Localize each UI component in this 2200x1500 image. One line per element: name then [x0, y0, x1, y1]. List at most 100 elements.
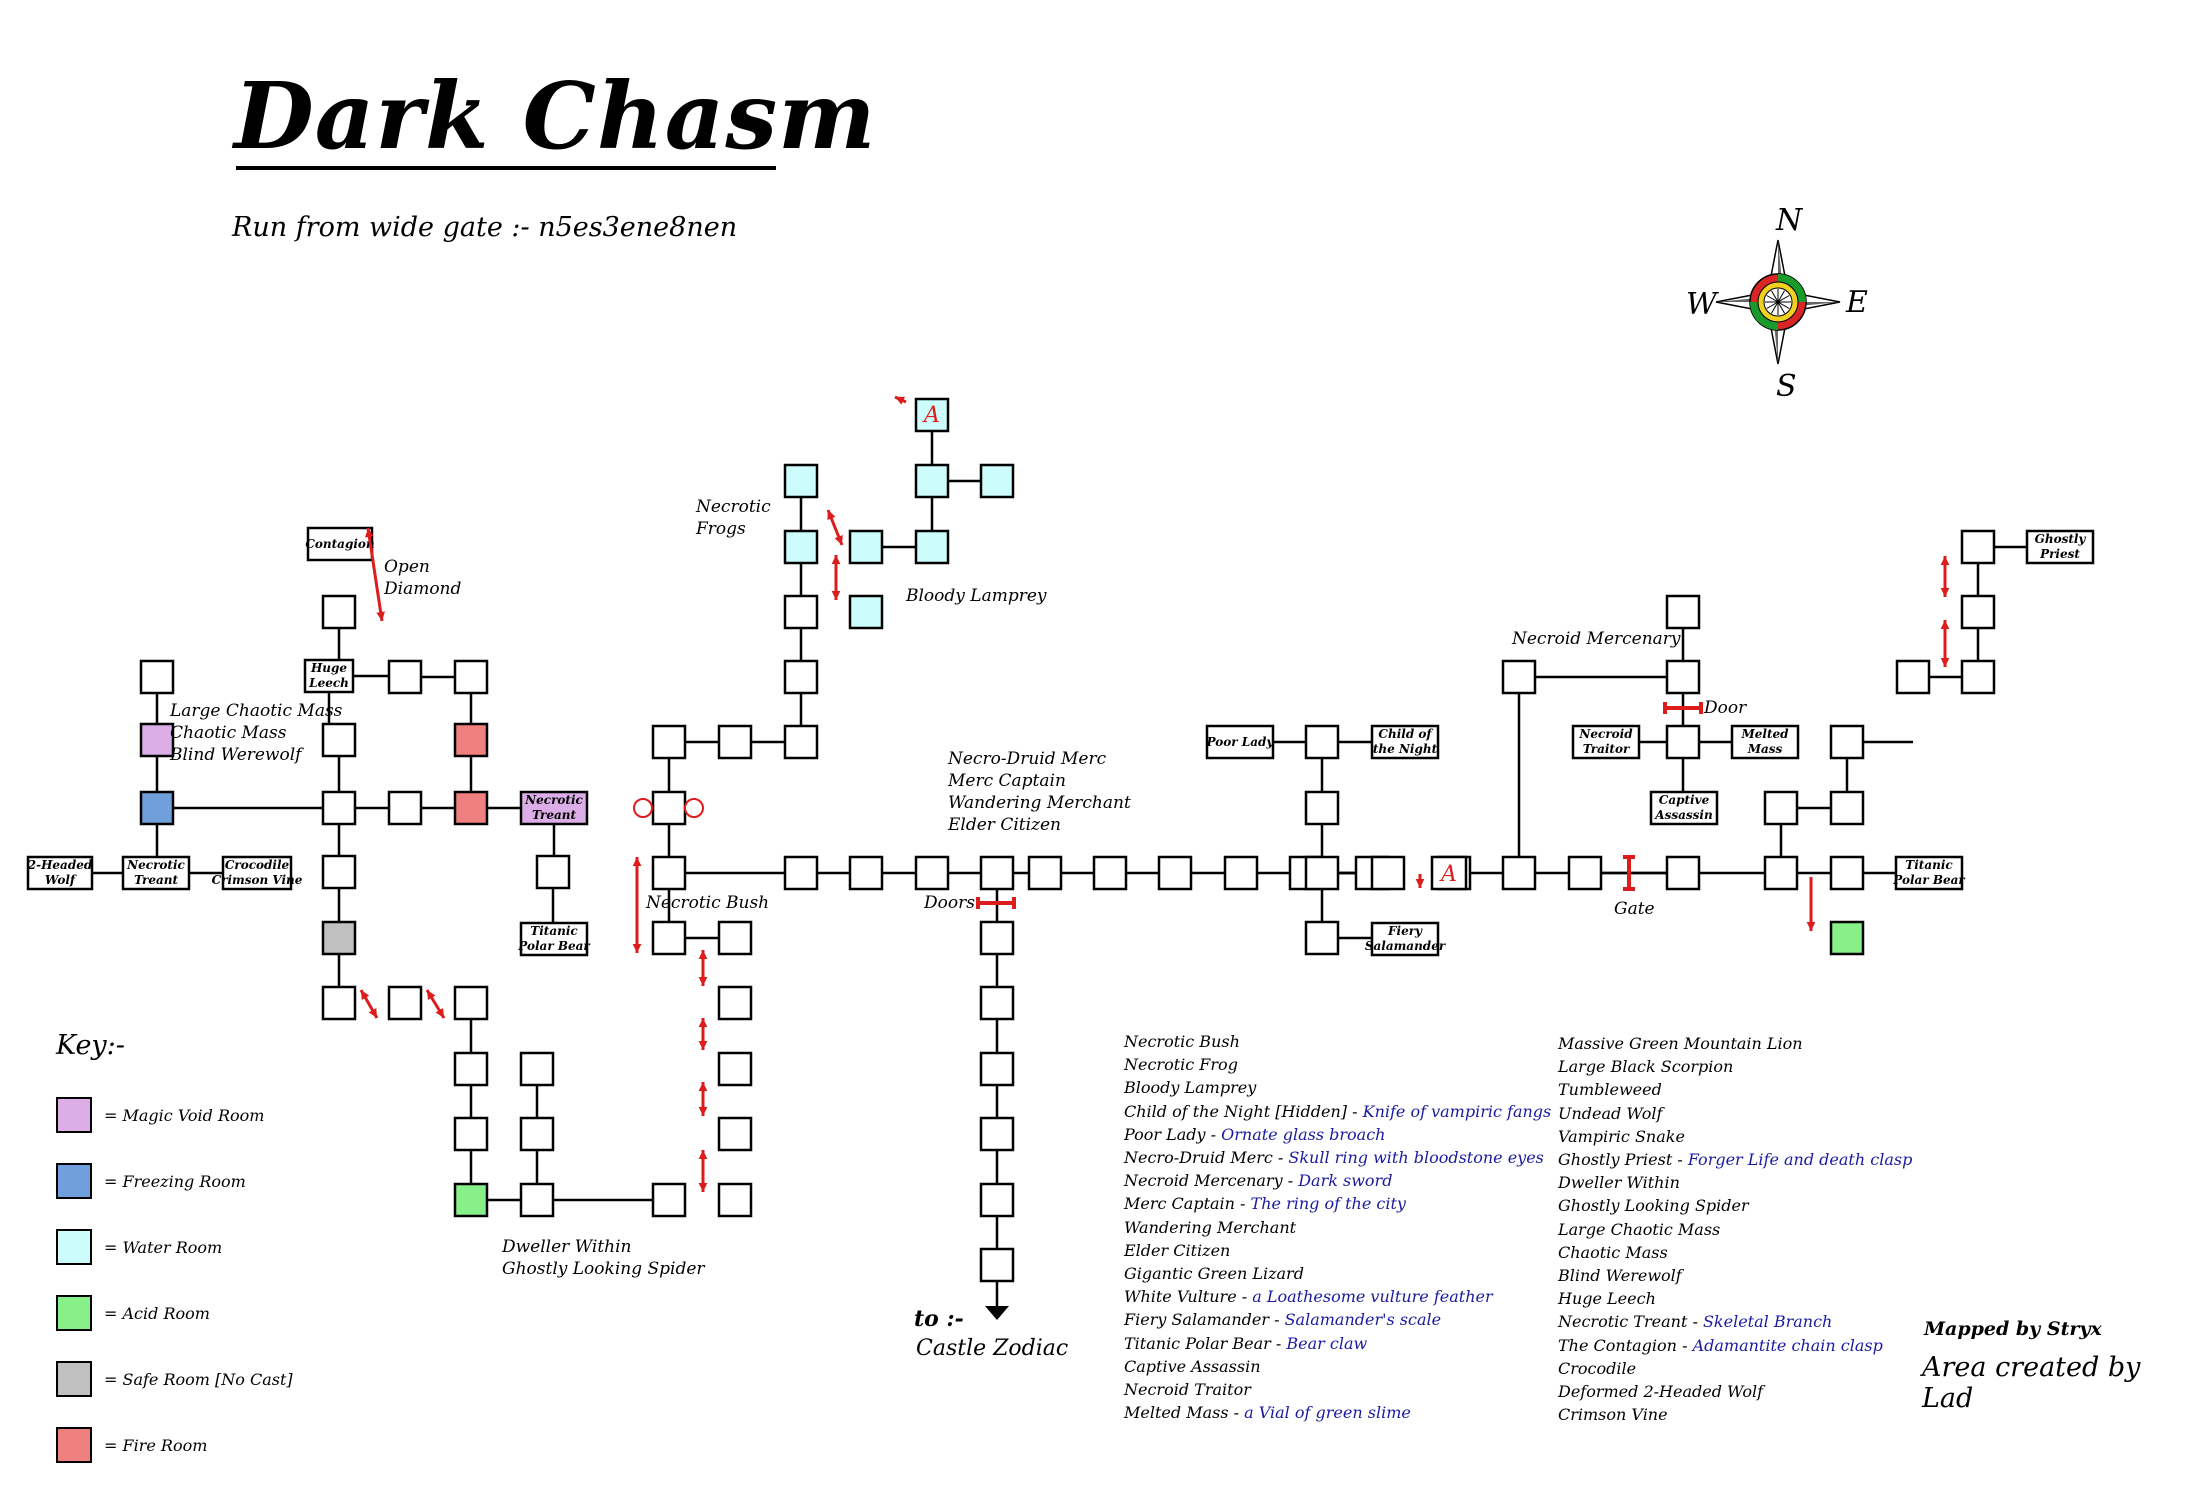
- monster-entry: Wandering Merchant: [1124, 1216, 1551, 1239]
- monster-name: Undead Wolf: [1558, 1103, 1663, 1123]
- compass-n: N: [1775, 203, 1804, 238]
- room: [387, 790, 423, 826]
- monster-entry: Tumbleweed: [1558, 1078, 1912, 1101]
- room: [783, 529, 819, 565]
- compass-w: W: [1686, 287, 1719, 322]
- compass-s: S: [1776, 369, 1797, 404]
- room-label: Polar Bear: [517, 939, 591, 953]
- monster-name: Necro-Druid Merc -: [1124, 1148, 1289, 1168]
- room: [717, 985, 753, 1021]
- room-label: Titanic: [1905, 858, 1953, 872]
- monster-name: Crimson Vine: [1558, 1405, 1668, 1425]
- room: [717, 1182, 753, 1218]
- room-label: Crocodile: [225, 858, 290, 872]
- monster-name: Fiery Salamander -: [1124, 1310, 1285, 1330]
- monster-drop: Dark sword: [1298, 1171, 1393, 1191]
- monster-entry: Deformed 2-Headed Wolf: [1558, 1380, 1912, 1403]
- key-label: = Safe Room [No Cast]: [104, 1369, 293, 1389]
- room-label: the Night: [1373, 742, 1438, 756]
- room-label: Ghostly: [2035, 532, 2087, 546]
- room-label: Leech: [308, 676, 349, 690]
- room: [1829, 790, 1865, 826]
- room: [1665, 659, 1701, 695]
- room: [783, 463, 819, 499]
- monster-name: Child of the Night [Hidden] -: [1124, 1101, 1363, 1121]
- a-marker: A: [922, 403, 940, 428]
- key-item: = Acid Room: [56, 1280, 293, 1346]
- monster-drop: a Vial of green slime: [1244, 1403, 1411, 1423]
- label-open-diamond: Diamond: [383, 579, 462, 599]
- room: [1157, 855, 1193, 891]
- label-gate: Gate: [1614, 899, 1655, 919]
- monster-entry: Necrotic Frog: [1124, 1053, 1551, 1076]
- monster-drop: Skeletal Branch: [1702, 1312, 1833, 1332]
- room: [1304, 724, 1340, 760]
- monster-entry: Necrotic Treant - Skeletal Branch: [1558, 1310, 1912, 1333]
- monster-entry: Gigantic Green Lizard: [1124, 1262, 1551, 1285]
- room: [651, 790, 687, 826]
- a-marker: A: [1439, 862, 1457, 887]
- room: [453, 722, 489, 758]
- monster-entry: Fiery Salamander - Salamander's scale: [1124, 1308, 1551, 1331]
- room: [783, 659, 819, 695]
- monster-drop: Forger Life and death clasp: [1687, 1150, 1913, 1170]
- monster-name: Dweller Within: [1558, 1173, 1680, 1193]
- monster-name: Huge Leech: [1558, 1289, 1656, 1309]
- room: [1223, 855, 1259, 891]
- label-large-chaotic-mass: Blind Werewolf: [169, 745, 304, 765]
- key-label: = Acid Room: [104, 1303, 210, 1323]
- room: [717, 1051, 753, 1087]
- monster-name: Large Chaotic Mass: [1558, 1219, 1721, 1239]
- room-label: Titanic: [530, 924, 578, 938]
- monster-name: Massive Green Mountain Lion: [1558, 1034, 1803, 1053]
- room: Contagion: [305, 526, 375, 562]
- monster-entry: Chaotic Mass: [1558, 1241, 1912, 1264]
- room-label: Huge: [310, 661, 347, 675]
- monster-entry: Necrotic Bush: [1124, 1030, 1551, 1053]
- room: [1665, 724, 1701, 760]
- label-necro-druid: Necro-Druid Merc: [947, 749, 1107, 769]
- room: [717, 1116, 753, 1152]
- monster-entry: Necroid Mercenary - Dark sword: [1124, 1169, 1551, 1192]
- room-label: Contagion: [305, 537, 374, 551]
- key-item: = Water Room: [56, 1214, 293, 1280]
- room: [1960, 529, 1996, 565]
- room-label: Captive: [1659, 793, 1710, 807]
- room: [848, 594, 884, 630]
- room-label: Poor Lady: [1206, 735, 1275, 749]
- key-swatch: [56, 1427, 92, 1463]
- room: [1501, 659, 1537, 695]
- key-label: = Water Room: [104, 1237, 223, 1257]
- monster-drop: Adamantite chain clasp: [1692, 1335, 1883, 1355]
- room: [1960, 659, 1996, 695]
- room: [979, 463, 1015, 499]
- room: [1304, 790, 1340, 826]
- label-large-chaotic-mass: Large Chaotic Mass: [169, 701, 343, 721]
- key-item: = Freezing Room: [56, 1148, 293, 1214]
- room-label: Priest: [2039, 547, 2080, 561]
- label-necrotic-bush: Necrotic Bush: [645, 893, 769, 913]
- key-swatch: [56, 1229, 92, 1265]
- monster-name: Ghostly Looking Spider: [1558, 1196, 1749, 1216]
- monster-entry: Captive Assassin: [1124, 1355, 1551, 1378]
- monster-name: Chaotic Mass: [1558, 1242, 1668, 1262]
- monster-entry: Poor Lady - Ornate glass broach: [1124, 1123, 1551, 1146]
- monster-name: Vampiric Snake: [1558, 1126, 1685, 1146]
- title-underline: [236, 166, 776, 170]
- room: [914, 463, 950, 499]
- room: [651, 724, 687, 760]
- monster-entry: Undead Wolf: [1558, 1102, 1912, 1125]
- monster-name: Necrotic Frog: [1124, 1055, 1238, 1075]
- monster-entry: Massive Green Mountain Lion: [1558, 1032, 1912, 1055]
- monster-entry: Bloody Lamprey: [1124, 1076, 1551, 1099]
- monster-name: Large Black Scorpion: [1558, 1057, 1734, 1077]
- monster-entry: Child of the Night [Hidden] - Knife of v…: [1124, 1100, 1551, 1123]
- room: [717, 724, 753, 760]
- room-label: Treant: [532, 808, 577, 822]
- room: [1895, 659, 1931, 695]
- monster-name: Gigantic Green Lizard: [1124, 1264, 1304, 1284]
